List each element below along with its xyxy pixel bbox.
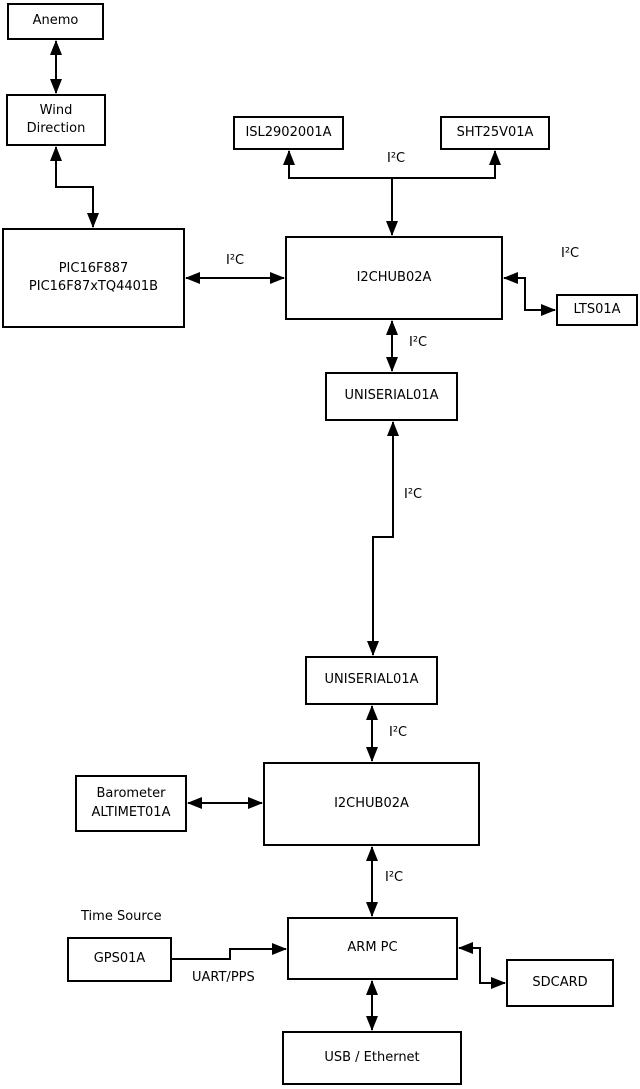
node-gps01a-label: GPS01A (93, 951, 146, 967)
node-anemo: Anemo (7, 3, 104, 40)
node-i2chub02a-upper-label: I2CHUB02A (356, 269, 432, 285)
node-wind-direction: Wind Direction (6, 94, 106, 146)
node-arm-pc: ARM PC (287, 917, 458, 980)
edge-label-i2c-hub1-lts: I²C (561, 246, 580, 261)
node-barometer-label-line1: Barometer (96, 786, 166, 802)
edge-label-i2c-sensors: I²C (387, 151, 406, 166)
edge-label-i2c-hub2-armpc: I²C (385, 870, 404, 885)
edge-label-i2c-hub1-uniserial1: I²C (409, 335, 428, 350)
node-lts01a-label: LTS01A (573, 301, 621, 317)
node-pic16f887: PIC16F887 PIC16F87xTQ4401B (2, 228, 185, 328)
node-arm-pc-label: ARM PC (347, 940, 398, 956)
node-usb-ethernet: USB / Ethernet (282, 1031, 462, 1085)
node-uniserial01a-upper: UNISERIAL01A (325, 372, 458, 421)
node-sht25v01a-label: SHT25V01A (456, 124, 534, 140)
connector-winddirection-pic (50, 146, 99, 228)
connector-armpc-sdcard (458, 942, 506, 989)
node-anemo-label: Anemo (32, 13, 79, 29)
node-pic16f887-label-line1: PIC16F887 (58, 260, 129, 276)
node-barometer-altimet01a: Barometer ALTIMET01A (75, 775, 187, 832)
node-lts01a: LTS01A (556, 294, 638, 326)
node-pic16f887-label-line2: PIC16F87xTQ4401B (28, 279, 159, 294)
edge-label-time-source: Time Source (81, 909, 162, 924)
node-isl2902001a: ISL2902001A (233, 116, 344, 150)
node-sdcard: SDCARD (506, 959, 614, 1007)
edge-label-i2c-pic-hub1: I²C (226, 253, 245, 268)
node-uniserial01a-upper-label: UNISERIAL01A (344, 388, 439, 404)
edge-label-i2c-uniserial-link: I²C (404, 487, 423, 502)
node-uniserial01a-lower: UNISERIAL01A (305, 656, 438, 705)
node-uniserial01a-lower-label: UNISERIAL01A (324, 672, 419, 688)
node-i2chub02a-lower-label: I2CHUB02A (334, 795, 409, 811)
node-gps01a: GPS01A (67, 937, 172, 982)
connector-uniserial1-uniserial2 (367, 421, 399, 656)
connector-i2chub1-lts (503, 272, 556, 316)
node-sht25v01a: SHT25V01A (440, 116, 550, 150)
node-i2chub02a-upper: I2CHUB02A (285, 236, 503, 320)
edge-label-i2c-uniserial2-hub2: I²C (389, 725, 408, 740)
node-barometer-label-line2: ALTIMET01A (91, 804, 171, 820)
edge-label-uart-pps: UART/PPS (192, 970, 255, 985)
connector-gps-armpc (172, 943, 287, 960)
node-i2chub02a-lower: I2CHUB02A (263, 762, 480, 846)
node-wind-direction-label-line2: Direction (26, 121, 86, 136)
node-wind-direction-label-line1: Wind (39, 102, 73, 118)
node-isl2902001a-label: ISL2902001A (245, 124, 332, 140)
node-usb-ethernet-label: USB / Ethernet (324, 1049, 420, 1065)
node-sdcard-label: SDCARD (532, 974, 588, 990)
